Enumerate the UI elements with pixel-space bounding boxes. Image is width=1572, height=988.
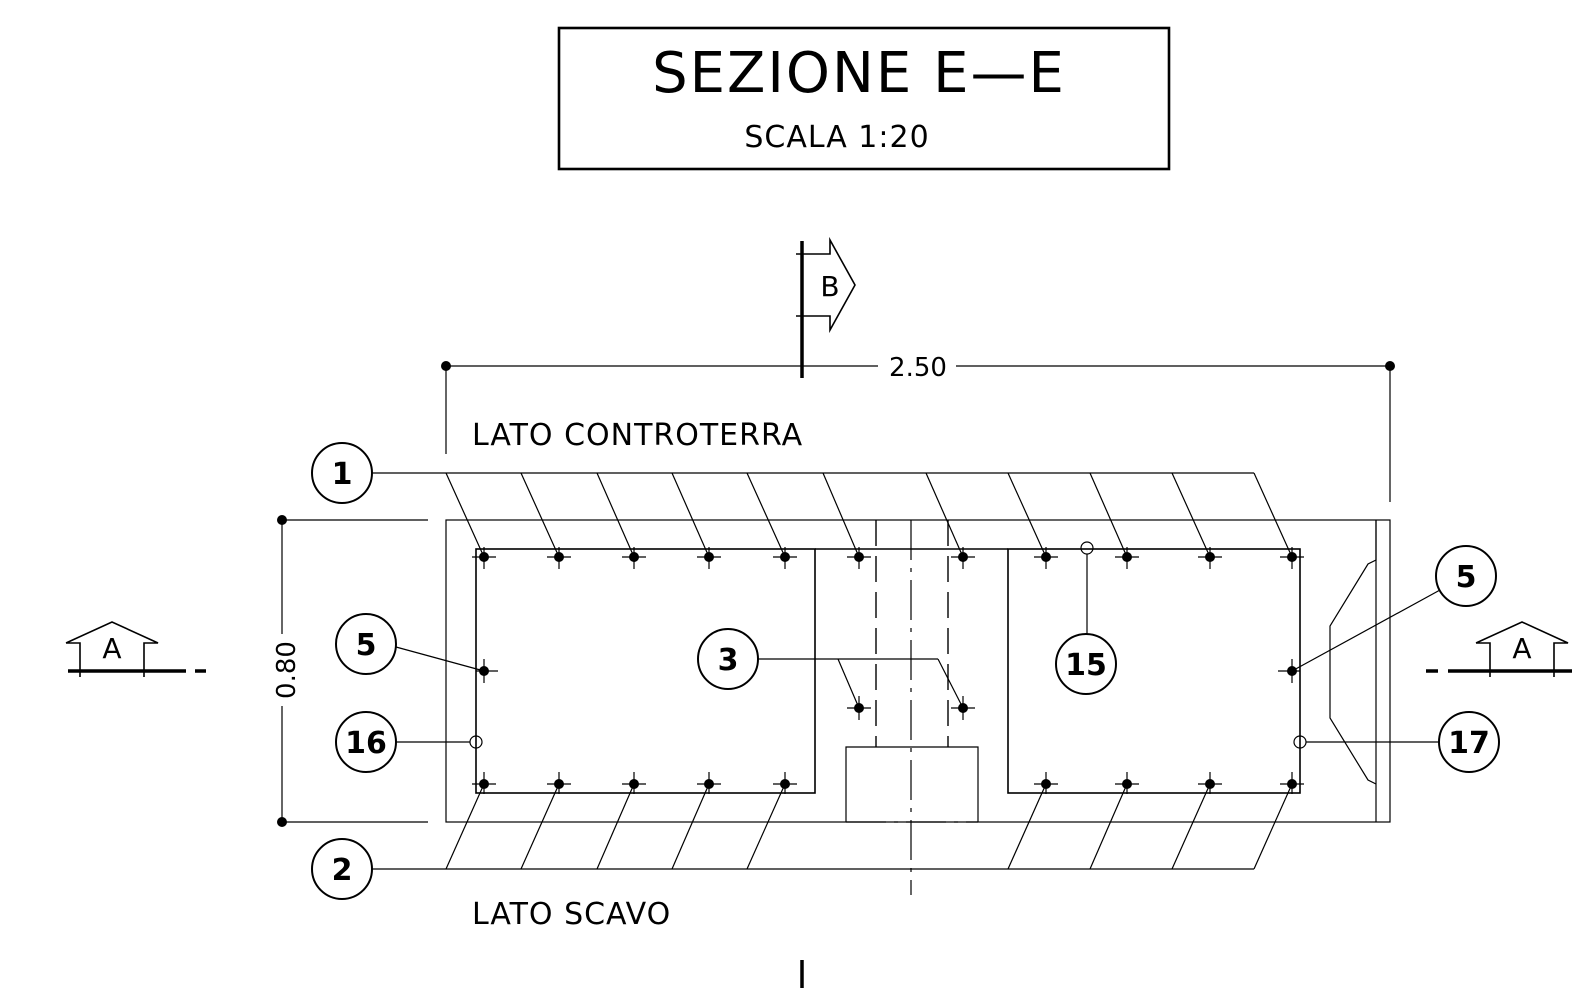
rebar (1115, 772, 1139, 794)
rebar (697, 547, 721, 569)
pipe-15-marker (1080, 541, 1094, 555)
callout-1: 1 (311, 442, 373, 504)
section-a-left-letter: A (102, 632, 121, 665)
section-b-letter: B (820, 270, 839, 303)
rebar (1034, 772, 1058, 794)
title-frame (557, 26, 1171, 171)
callout-5-right-label: 5 (1456, 560, 1477, 595)
concrete-section (445, 519, 1391, 895)
dimension-height-value: 0.80 (272, 641, 302, 699)
rebar (622, 547, 646, 569)
callout-5-left-label: 5 (356, 628, 377, 663)
leader-1 (372, 472, 1293, 558)
rebar (1034, 547, 1058, 569)
callout-5-left: 5 (335, 613, 397, 675)
rebar (547, 772, 571, 794)
callout-16: 16 (335, 711, 397, 773)
dimension-height: 0.80 (272, 515, 428, 827)
callout-16-label: 16 (345, 726, 387, 761)
callout-2: 2 (311, 838, 373, 900)
callout-3-label: 3 (718, 643, 739, 678)
section-a-left-arrow-icon (65, 621, 159, 677)
callout-15: 15 (1055, 633, 1117, 695)
central-block (845, 746, 979, 822)
rebar (951, 547, 975, 569)
rebar (547, 547, 571, 569)
rebar (476, 659, 498, 683)
leader-5-left (395, 646, 485, 672)
leader-5-right (1291, 589, 1441, 672)
callout-15-label: 15 (1065, 648, 1107, 683)
concrete-niche-outline (1329, 520, 1377, 785)
section-marker-a-right: A (1426, 621, 1572, 677)
rebar (773, 772, 797, 794)
rebar (1198, 772, 1222, 794)
rebar (697, 772, 721, 794)
rebar (1198, 547, 1222, 569)
section-b-arrow-icon (796, 236, 856, 334)
rebar-group (469, 541, 1307, 794)
rebar (847, 547, 871, 569)
section-title: SEZIONE E—E (652, 41, 1066, 106)
callout-5-right: 5 (1435, 545, 1497, 607)
stirrup-right (1007, 548, 1301, 794)
rebar (622, 772, 646, 794)
label-lato-scavo: LATO SCAVO (472, 897, 671, 932)
callout-2-label: 2 (332, 853, 353, 888)
leader-3 (758, 658, 964, 709)
section-a-right-arrow-icon (1475, 621, 1569, 677)
dimension-width-value: 2.50 (889, 353, 947, 383)
callout-3: 3 (697, 628, 759, 690)
callout-1-label: 1 (332, 457, 353, 492)
scale-label: SCALA 1:20 (744, 120, 929, 155)
callout-17-label: 17 (1448, 726, 1490, 761)
concrete-outline (445, 519, 1391, 823)
leader-2 (372, 783, 1293, 870)
section-marker-b: B (796, 236, 856, 988)
stirrup-left (475, 548, 816, 794)
rebar (1278, 659, 1300, 683)
rebar (773, 547, 797, 569)
title-block: SEZIONE E—E SCALA 1:20 (557, 26, 1171, 171)
callout-17: 17 (1438, 711, 1500, 773)
rebar (1115, 547, 1139, 569)
section-marker-a-left: A (65, 621, 206, 677)
dimension-width: 2.50 (441, 353, 1395, 502)
label-lato-controterra: LATO CONTROTERRA (472, 418, 803, 453)
section-a-right-letter: A (1512, 632, 1531, 665)
